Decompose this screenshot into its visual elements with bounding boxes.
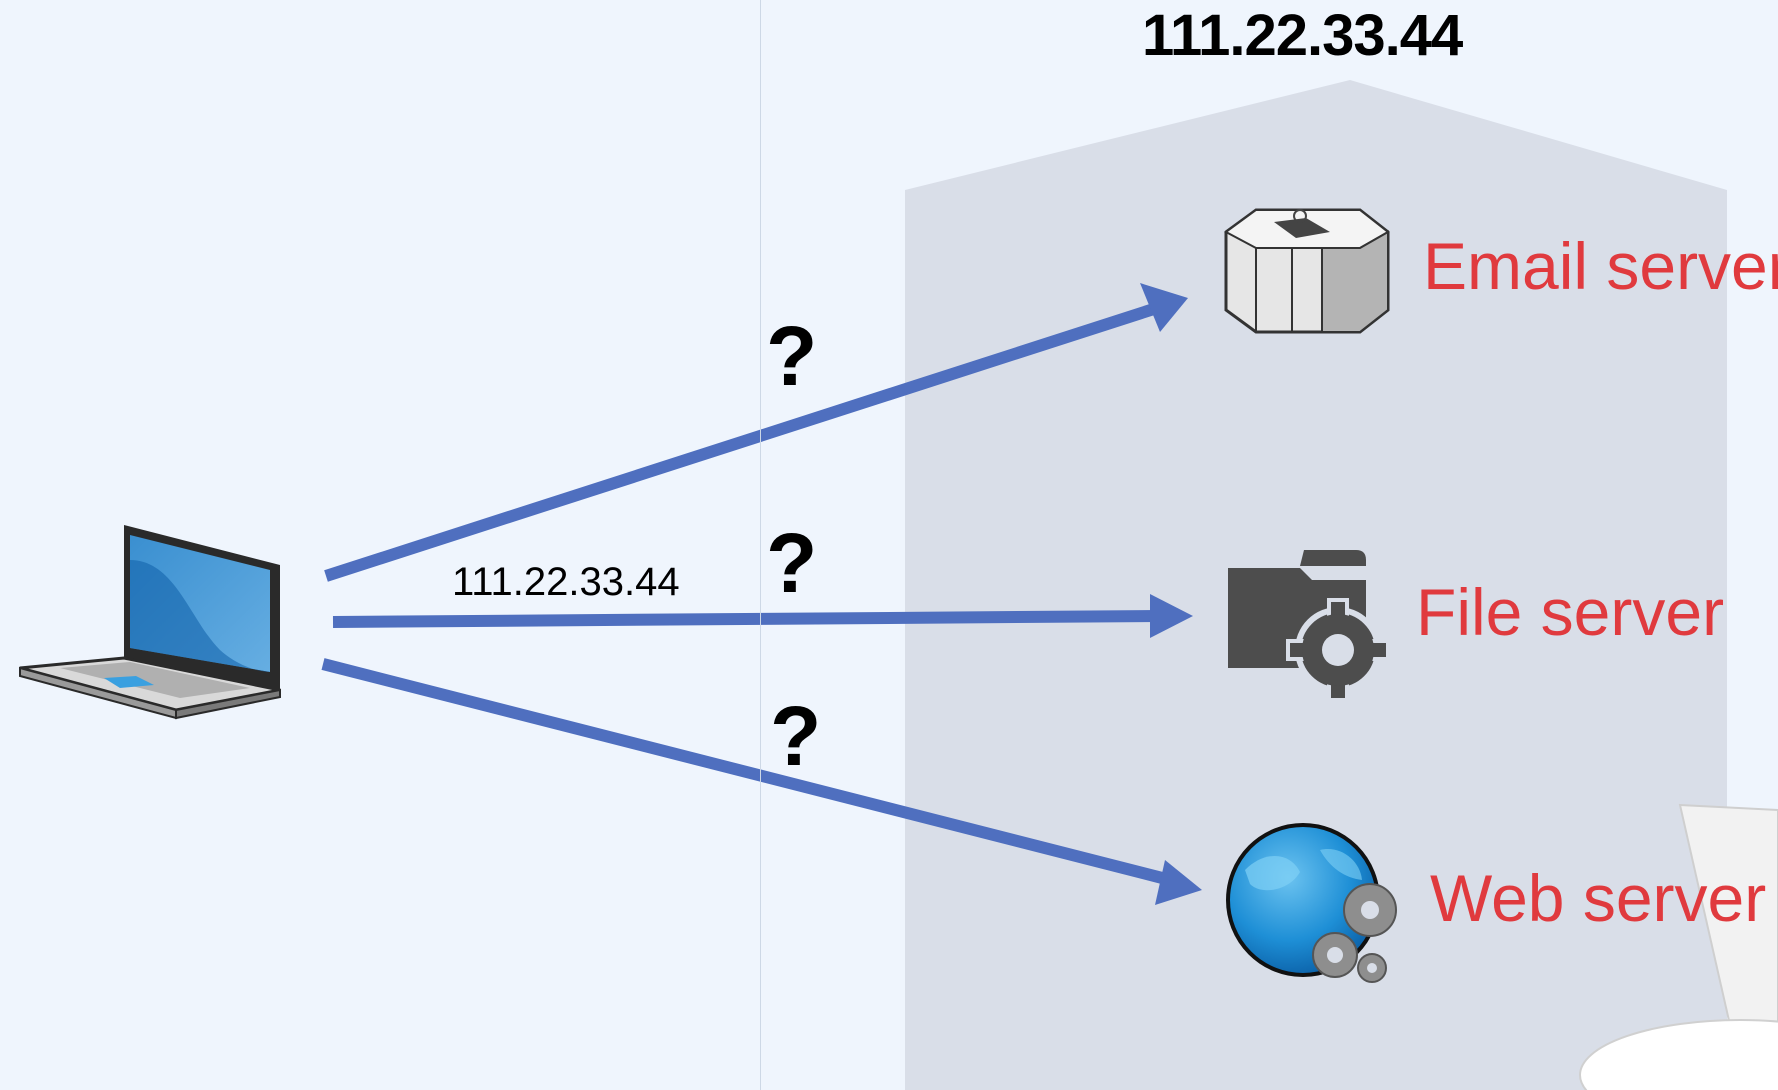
file-server-label: File server — [1416, 575, 1725, 649]
arrow-to-email — [324, 283, 1188, 582]
laptop-icon — [19, 525, 281, 720]
web-server-label: Web server — [1430, 861, 1767, 935]
question-mark-file: ? — [766, 516, 818, 610]
question-mark-email: ? — [766, 309, 818, 403]
server-ip-label: 111.22.33.44 — [1142, 3, 1463, 68]
arrow-to-file — [332, 594, 1193, 638]
question-mark-web: ? — [770, 689, 822, 783]
arrow-to-web — [321, 658, 1202, 905]
file-server-icon — [1228, 550, 1390, 702]
email-server-label: Email server — [1423, 229, 1778, 303]
divider-line — [760, 0, 761, 1090]
web-server-icon — [1226, 823, 1397, 983]
link-ip-label: 111.22.33.44 — [452, 560, 680, 604]
mail-server-icon — [1224, 208, 1390, 334]
device-corner — [1579, 803, 1778, 1090]
